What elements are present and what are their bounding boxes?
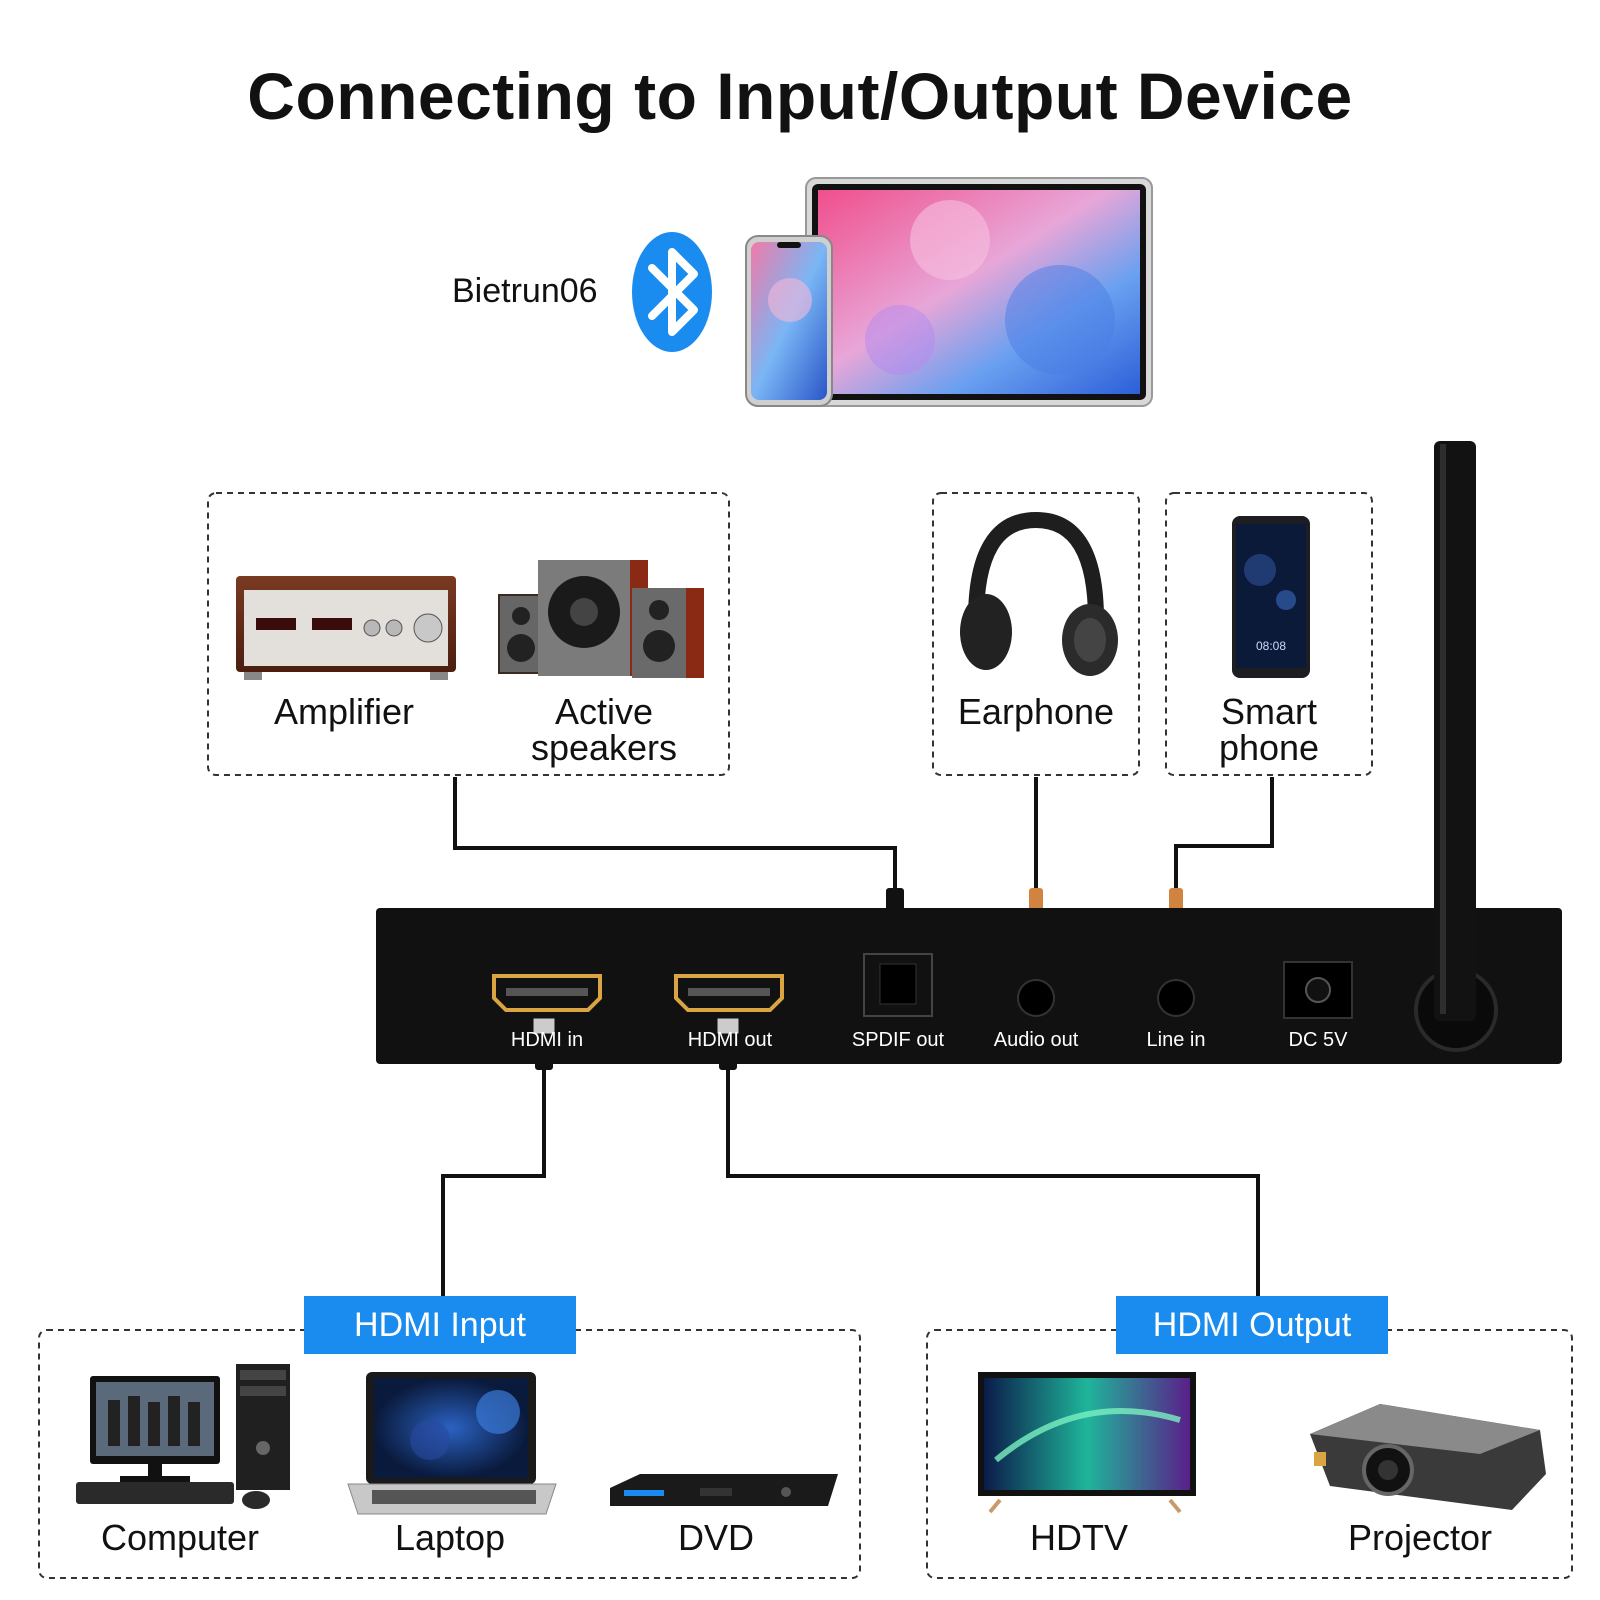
hdtv-icon — [978, 1372, 1196, 1514]
hdmi-cables — [441, 1060, 1260, 1298]
earphone-box — [932, 492, 1140, 776]
earphone-label: Earphone — [957, 691, 1115, 732]
smartphone-box — [1165, 492, 1373, 776]
audio-devices-box — [207, 492, 730, 776]
laptop-icon — [347, 1372, 557, 1515]
hdmi-output-box — [926, 1329, 1573, 1579]
hdmi-plug-icon — [532, 1017, 740, 1070]
headphones-icon — [960, 511, 1118, 676]
page-title: Connecting to Input/Output Device — [247, 59, 1353, 133]
bluetooth-device-name: Bietrun06 — [452, 272, 598, 310]
line-in-label: Line in — [1146, 1029, 1206, 1051]
computer-label: Computer — [100, 1517, 260, 1558]
line-in-jack — [1157, 979, 1195, 1017]
audio-cables — [453, 777, 1274, 893]
amplifier-icon — [236, 576, 456, 680]
amplifier-label: Amplifier — [273, 691, 415, 732]
dc-5v-label: DC 5V — [1288, 1029, 1348, 1051]
computer-icon — [76, 1364, 290, 1509]
hdmi-out-label: HDMI out — [687, 1029, 773, 1051]
hdmi-in-label: HDMI in — [510, 1029, 584, 1051]
audio-out-jack — [1017, 979, 1055, 1017]
hdmi-output-tag: HDMI Output — [1116, 1296, 1388, 1354]
hdmi-input-tag: HDMI Input — [304, 1296, 576, 1354]
projector-icon — [1310, 1404, 1546, 1510]
audio-out-label: Audio out — [993, 1029, 1079, 1051]
laptop-label: Laptop — [394, 1517, 506, 1558]
hdtv-label: HDTV — [1030, 1517, 1128, 1558]
svg-text:08:08: 08:08 — [1256, 639, 1286, 653]
dvd-player-icon — [610, 1474, 838, 1506]
projector-label: Projector — [1347, 1517, 1493, 1558]
smartphone-icon: 08:08 — [1232, 516, 1310, 678]
hdmi-input-box — [38, 1329, 861, 1579]
smartphone-label: Smart phone — [1218, 691, 1320, 768]
bluetooth-icon — [632, 232, 712, 352]
active-speakers-label: Active speakers — [530, 691, 678, 768]
dvd-label: DVD — [677, 1517, 754, 1558]
phone-icon — [745, 235, 833, 407]
spdif-out-label: SPDIF out — [851, 1029, 945, 1051]
antenna-icon — [1434, 441, 1476, 1021]
speakers-icon — [498, 560, 704, 678]
tablet-icon — [805, 177, 1153, 407]
